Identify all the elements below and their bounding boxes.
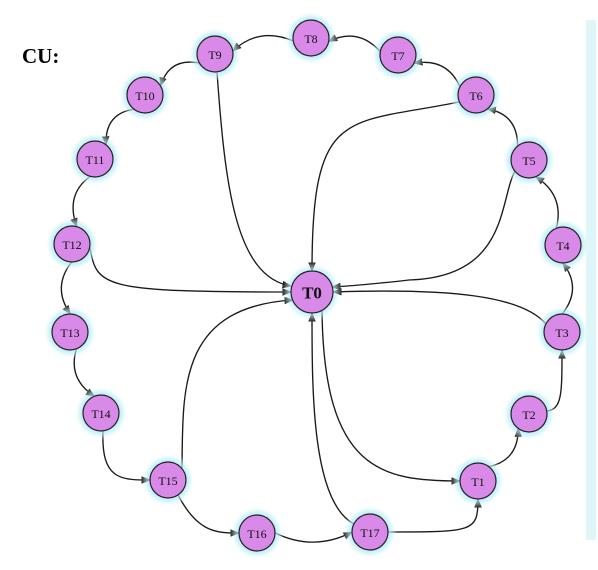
node-t14[interactable]: T14 xyxy=(74,386,128,440)
node-circle xyxy=(149,461,187,499)
node-label: T0 xyxy=(302,284,322,303)
node-label: T12 xyxy=(62,238,81,252)
node-circle xyxy=(292,19,330,57)
node-label: T17 xyxy=(360,526,379,540)
node-circle xyxy=(51,313,89,351)
node-circle xyxy=(457,76,495,114)
edge-t15-to-t16 xyxy=(177,494,240,537)
node-circle xyxy=(459,462,497,500)
node-t5[interactable]: T5 xyxy=(502,133,556,187)
node-label: T2 xyxy=(522,408,535,422)
node-t3[interactable]: T3 xyxy=(535,305,589,359)
node-t6[interactable]: T6 xyxy=(449,68,503,122)
node-label: T6 xyxy=(469,89,482,103)
node-circle xyxy=(53,225,91,263)
node-circle xyxy=(238,514,276,552)
node-t13[interactable]: T13 xyxy=(43,305,97,359)
node-t11[interactable]: T11 xyxy=(68,132,122,186)
node-label: T11 xyxy=(86,153,105,167)
edge-t15-to-t0 xyxy=(181,296,294,469)
node-label: T16 xyxy=(247,527,266,541)
diagram-title: CU: xyxy=(22,44,60,68)
node-circle xyxy=(379,36,417,74)
node-t4[interactable]: T4 xyxy=(536,218,590,272)
edge-t3-to-t0 xyxy=(332,287,547,325)
node-circle xyxy=(196,35,234,73)
node-circle xyxy=(82,394,120,432)
node-label: T9 xyxy=(208,48,221,62)
node-t16[interactable]: T16 xyxy=(230,506,284,560)
node-t1[interactable]: T1 xyxy=(451,454,505,508)
edge-t17-to-t1 xyxy=(387,498,482,533)
node-label: T1 xyxy=(471,475,484,489)
node-t0[interactable]: T0 xyxy=(282,262,342,322)
node-label: T13 xyxy=(60,326,79,340)
edge-t9-to-t0 xyxy=(216,71,292,289)
node-circle xyxy=(543,313,581,351)
node-t10[interactable]: T10 xyxy=(118,68,172,122)
node-label: T14 xyxy=(91,407,110,421)
edge-t17-to-t0 xyxy=(308,312,355,525)
node-t17[interactable]: T17 xyxy=(343,505,397,559)
edge-t5-to-t0 xyxy=(331,170,516,291)
node-circle xyxy=(510,141,548,179)
node-label: T5 xyxy=(522,154,535,168)
node-label: T3 xyxy=(555,326,568,340)
node-label: T8 xyxy=(304,32,317,46)
node-circle xyxy=(76,140,114,178)
edge-t6-to-t0 xyxy=(308,101,460,272)
node-t12[interactable]: T12 xyxy=(45,217,99,271)
node-label: T10 xyxy=(135,89,154,103)
node-label: T15 xyxy=(158,474,177,488)
node-circle xyxy=(510,395,548,433)
edge-t12-to-t0 xyxy=(89,247,292,296)
node-label: T4 xyxy=(556,239,569,253)
node-label: T7 xyxy=(391,49,404,63)
node-circle xyxy=(351,513,389,551)
node-t8[interactable]: T8 xyxy=(284,11,338,65)
node-circle xyxy=(544,226,582,264)
edge-t0-to-t1 xyxy=(321,310,461,485)
node-t15[interactable]: T15 xyxy=(141,453,195,507)
node-t7[interactable]: T7 xyxy=(371,28,425,82)
right-edge-strip xyxy=(586,20,596,540)
node-circle xyxy=(126,76,164,114)
node-circle xyxy=(290,270,334,314)
edge-t16-to-t17 xyxy=(274,531,353,543)
node-t2[interactable]: T2 xyxy=(502,387,556,441)
node-t9[interactable]: T9 xyxy=(188,27,242,81)
